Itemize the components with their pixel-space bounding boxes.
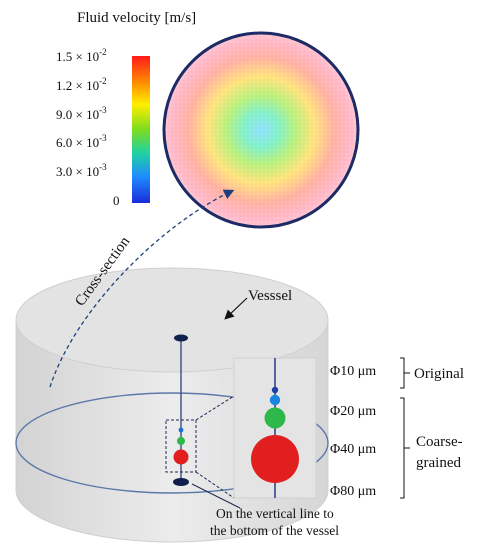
zoom-connector-top bbox=[195, 395, 235, 421]
vessel-arrow bbox=[224, 297, 248, 320]
small-particle-20um bbox=[177, 437, 185, 445]
zoom-particle-10um bbox=[269, 394, 281, 406]
colorbar-tick-label: 1.5 × 10-2 bbox=[56, 47, 107, 64]
label-80um: Φ80 μm bbox=[330, 484, 376, 499]
zoom-box bbox=[165, 419, 197, 473]
original-brace bbox=[400, 357, 410, 389]
zoom-particle-20um bbox=[264, 407, 286, 429]
small-particle-10um bbox=[178, 427, 184, 433]
label-40um: Φ40 μm bbox=[330, 442, 376, 457]
bottom-note-line1: On the vertical line to bbox=[216, 506, 334, 521]
label-20um: Φ20 μm bbox=[330, 404, 376, 419]
vertical-line-top-cap bbox=[174, 334, 188, 342]
colorbar-tick-label: 9.0 × 10-3 bbox=[56, 105, 107, 122]
colorbar-scale bbox=[132, 56, 150, 203]
cross-section-arrow bbox=[49, 189, 235, 388]
zoom-particle-40um bbox=[251, 435, 299, 483]
zoom-particle-10um-dark bbox=[271, 386, 279, 394]
zoom-connector-bottom bbox=[195, 471, 235, 499]
coarse-brace bbox=[400, 397, 410, 499]
small-particle-40um bbox=[173, 449, 189, 465]
bottom-note-pointer bbox=[191, 483, 241, 509]
vessel-label: Vesssel bbox=[248, 288, 292, 304]
colorbar-ticks: 1.5 × 10-2 1.2 × 10-2 9.0 × 10-3 6.0 × 10-3… bbox=[56, 47, 120, 208]
colorbar-tick-label: 3.0 × 10-3 bbox=[56, 162, 107, 179]
colorbar-tick-label: 6.0 × 10-3 bbox=[56, 133, 107, 150]
vessel-top bbox=[15, 267, 329, 373]
colorbar-tick-label: 0 bbox=[113, 193, 120, 208]
original-label: Original bbox=[414, 366, 464, 382]
vertical-line-bottom-cap bbox=[173, 478, 189, 486]
colorbar-tick-label: 1.2 × 10-2 bbox=[56, 76, 107, 93]
cross-section-border bbox=[162, 31, 360, 229]
colorbar-title: Fluid velocity [m/s] bbox=[77, 10, 196, 26]
bottom-note-line2: the bottom of the vessel bbox=[210, 523, 339, 538]
coarse-label-line1: Coarse- bbox=[416, 434, 463, 450]
velocity-field-dots bbox=[164, 33, 358, 227]
cross-section-plane bbox=[15, 392, 329, 494]
label-10um: Φ10 μm bbox=[330, 364, 376, 379]
coarse-label-line2: grained bbox=[416, 455, 461, 471]
